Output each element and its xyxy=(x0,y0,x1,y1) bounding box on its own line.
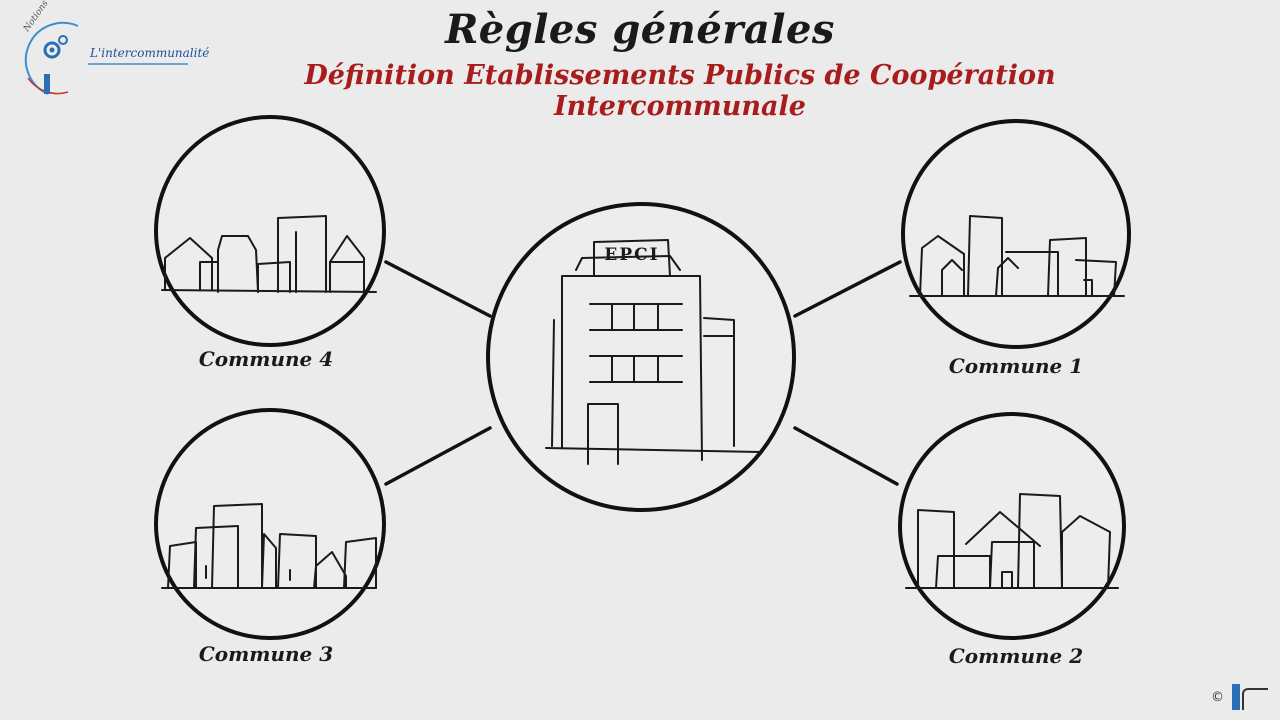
node-commune-2 xyxy=(898,412,1126,640)
town-icon xyxy=(161,503,377,589)
logo-mark xyxy=(24,21,188,95)
node-epci xyxy=(486,202,796,512)
town-icon xyxy=(909,215,1125,297)
town-icon xyxy=(161,215,377,293)
connector-commune-2 xyxy=(793,426,899,486)
node-commune-3 xyxy=(154,408,386,640)
connector-commune-3 xyxy=(384,426,492,486)
office-building-icon xyxy=(545,239,761,465)
footer-logo-icon xyxy=(1232,684,1240,710)
connector-commune-4 xyxy=(384,260,492,318)
label-commune-4: Commune 4 xyxy=(198,347,334,371)
logo-text: L'intercommunalité xyxy=(90,46,210,60)
gear-icon xyxy=(43,35,68,59)
page-subtitle: Définition Etablissements Publics de Coo… xyxy=(304,60,1056,122)
copyright: © xyxy=(1211,690,1224,705)
label-commune-1: Commune 1 xyxy=(948,354,1084,378)
footer-logo-mark xyxy=(1242,688,1268,710)
label-commune-2: Commune 2 xyxy=(948,644,1084,668)
node-commune-1 xyxy=(901,119,1131,349)
node-commune-4 xyxy=(154,115,386,347)
town-icon xyxy=(905,493,1119,589)
label-commune-3: Commune 3 xyxy=(198,642,334,666)
connector-commune-1 xyxy=(793,260,902,318)
page-title: Règles générales xyxy=(445,6,835,53)
epci-label: EPCI xyxy=(604,245,660,265)
